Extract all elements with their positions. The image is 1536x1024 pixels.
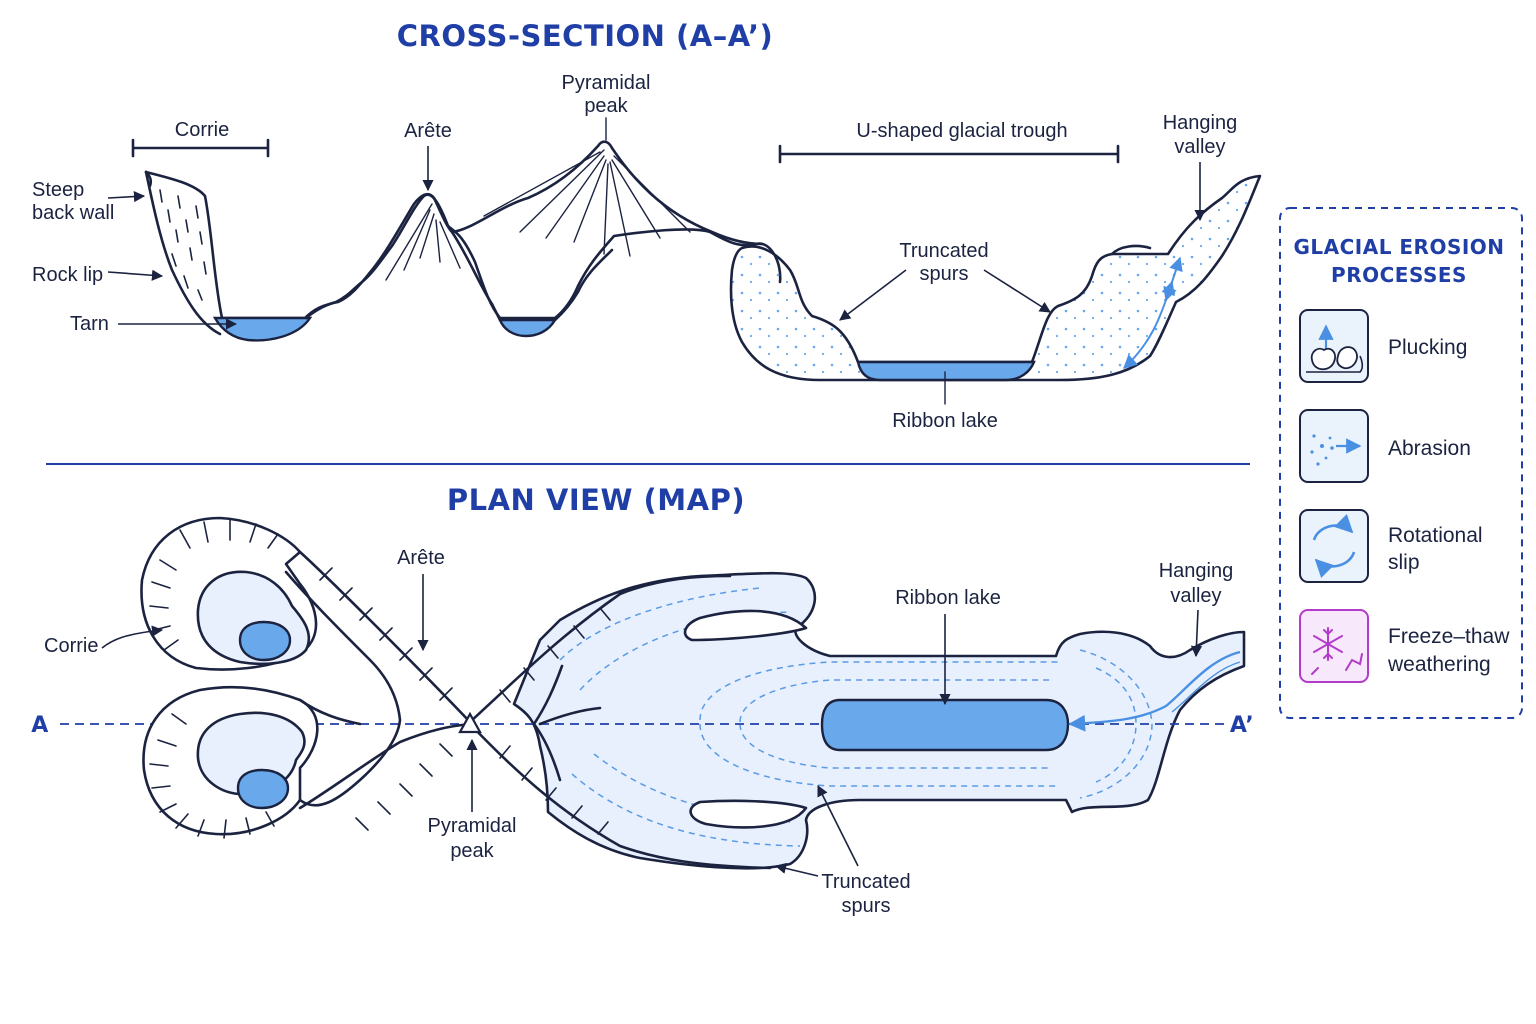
label-truncated-spurs-cs-1: Truncated bbox=[899, 240, 988, 262]
plan-view-title: PLAN VIEW (MAP) bbox=[447, 483, 745, 517]
label-pyramidal-peak-plan-1: Pyramidal bbox=[428, 815, 517, 837]
legend-item-abrasion: Abrasion bbox=[1299, 409, 1471, 483]
label-ribbon-lake-cs: Ribbon lake bbox=[892, 410, 998, 432]
label-truncated-spurs-cs-2: spurs bbox=[920, 263, 969, 285]
abrasion-icon bbox=[1310, 434, 1362, 466]
legend-item-rotational-slip: Rotational slip bbox=[1299, 509, 1483, 583]
label-pyramidal-peak-plan-2: peak bbox=[450, 840, 494, 862]
label-a: A bbox=[31, 713, 49, 738]
label-hanging-valley-cs-2: valley bbox=[1174, 136, 1225, 158]
legend-label-plucking: Plucking bbox=[1388, 336, 1467, 359]
freeze-thaw-icon bbox=[1311, 627, 1363, 675]
label-pyramidal-peak-cs-1: Pyramidal bbox=[562, 72, 651, 94]
cross-section-title: CROSS-SECTION (A–A’) bbox=[397, 19, 774, 53]
legend-label-abrasion: Abrasion bbox=[1388, 437, 1471, 460]
label-truncated-spurs-plan-1: Truncated bbox=[821, 871, 910, 893]
label-u-trough: U-shaped glacial trough bbox=[856, 120, 1067, 142]
legend-item-plucking: Plucking bbox=[1299, 309, 1467, 383]
label-ribbon-lake-plan: Ribbon lake bbox=[895, 587, 1001, 609]
label-truncated-spurs-plan-2: spurs bbox=[842, 895, 891, 917]
label-a-prime: A’ bbox=[1230, 713, 1254, 738]
legend-title-1: GLACIAL EROSION bbox=[1293, 235, 1504, 259]
label-corrie: Corrie bbox=[175, 119, 229, 141]
label-hanging-valley-cs-1: Hanging bbox=[1163, 112, 1238, 134]
label-steep-back-wall-2: back wall bbox=[32, 202, 114, 224]
plan-view-labels: Arête Corrie A A’ Pyramidal peak Ribbon … bbox=[31, 547, 1254, 917]
label-arete-plan: Arête bbox=[397, 547, 445, 569]
legend-label-rotational-slip-2: slip bbox=[1388, 551, 1420, 574]
label-hanging-valley-plan-2: valley bbox=[1170, 585, 1221, 607]
label-steep-back-wall-1: Steep bbox=[32, 179, 84, 201]
label-corrie-plan: Corrie bbox=[44, 635, 98, 657]
legend-label-freeze-thaw-2: weathering bbox=[1387, 653, 1491, 676]
label-pyramidal-peak-cs-2: peak bbox=[584, 95, 628, 117]
legend-label-freeze-thaw-1: Freeze–thaw bbox=[1388, 625, 1510, 648]
plucking-icon bbox=[1306, 324, 1364, 373]
legend-item-freeze-thaw: Freeze–thaw weathering bbox=[1299, 609, 1510, 683]
label-tarn: Tarn bbox=[70, 313, 109, 335]
cross-section-labels: Corrie Steep back wall Rock lip Tarn Arê… bbox=[32, 72, 1237, 432]
legend-title-2: PROCESSES bbox=[1331, 263, 1467, 287]
label-rock-lip: Rock lip bbox=[32, 264, 103, 286]
label-hanging-valley-plan-1: Hanging bbox=[1159, 560, 1234, 582]
plan-view-map bbox=[60, 516, 1246, 870]
cross-section-profile bbox=[144, 140, 1262, 382]
legend-label-rotational-slip-1: Rotational bbox=[1388, 524, 1483, 547]
erosion-processes-legend: GLACIAL EROSION PROCESSES Plucking bbox=[1279, 207, 1523, 719]
rotational-slip-icon bbox=[1312, 513, 1356, 579]
label-arete-cs: Arête bbox=[404, 120, 452, 142]
